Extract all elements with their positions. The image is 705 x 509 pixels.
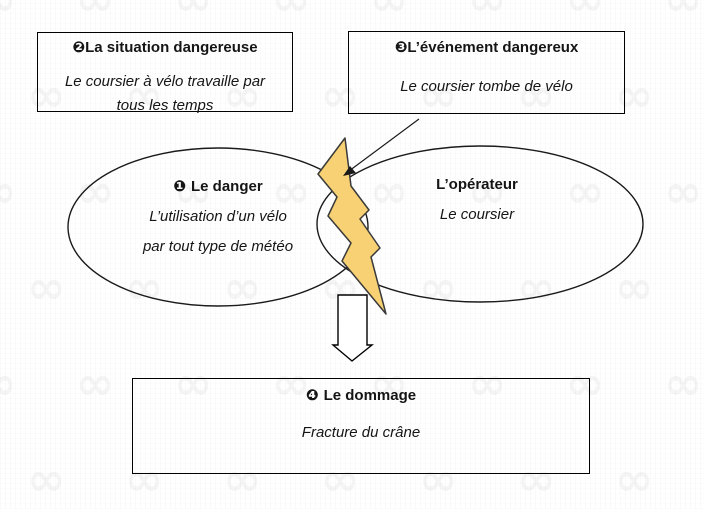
- watermark-glyph: ∞: [272, 164, 311, 218]
- evenement-dangereux-box: ❸L’événement dangereux Le coursier tombe…: [348, 31, 625, 114]
- watermark-glyph: ∞: [223, 452, 262, 506]
- watermark-glyph: ∞: [566, 164, 605, 218]
- down-block-arrow-icon: [331, 294, 374, 362]
- watermark-glyph: ∞: [419, 260, 458, 314]
- watermark-glyph: ∞: [321, 452, 360, 506]
- watermark-glyph: ∞: [664, 356, 703, 410]
- watermark-glyph: ∞: [125, 260, 164, 314]
- watermark-glyph: ∞: [76, 0, 114, 22]
- situation-box-title: ❷La situation dangereuse: [38, 38, 292, 56]
- watermark-glyph: ∞: [615, 260, 654, 314]
- watermark-glyph: ∞: [517, 260, 556, 314]
- situation-title-label: La situation dangereuse: [85, 39, 258, 56]
- watermark-glyph: ∞: [419, 68, 458, 122]
- watermark-glyph: ∞: [615, 452, 654, 506]
- watermark-glyph: ∞: [125, 452, 164, 506]
- watermark-glyph: ∞: [517, 452, 556, 506]
- number-1-badge: ❶: [173, 178, 186, 195]
- operator-title-label: L’opérateur: [436, 176, 518, 193]
- operator-ellipse-text: L’opérateur Le coursier: [362, 170, 592, 230]
- number-4-badge: ❹: [305, 387, 319, 404]
- danger-body-line1: L’utilisation d’un vélo: [149, 208, 287, 225]
- situation-body-line1: Le coursier à vélo travaille par: [64, 73, 266, 90]
- watermark-glyph: ∞: [223, 68, 262, 122]
- operator-ellipse: [316, 145, 644, 303]
- watermark-glyph: ∞: [0, 168, 16, 214]
- damage-box-body: Fracture du crâne: [133, 421, 589, 445]
- operator-title: L’opérateur: [362, 170, 592, 200]
- event-box-title: ❸L’événement dangereux: [349, 38, 624, 56]
- damage-body-line1: Fracture du crâne: [301, 424, 421, 441]
- watermark-glyph: ∞: [419, 452, 458, 506]
- watermark-glyph: ∞: [468, 164, 507, 218]
- situation-box-body: Le coursier à vélo travaille par tous le…: [38, 70, 292, 118]
- watermark-glyph: ∞: [615, 68, 654, 122]
- danger-body-line2: par tout type de météo: [142, 238, 294, 255]
- watermark-glyph: ∞: [0, 360, 16, 406]
- watermark-glyph: ∞: [664, 164, 703, 218]
- watermark-glyph: ∞: [174, 356, 213, 410]
- watermark-glyph: ∞: [27, 452, 66, 506]
- danger-title-label: Le danger: [191, 178, 263, 195]
- watermark-glyph: ∞: [272, 0, 310, 22]
- operator-body: Le coursier: [362, 200, 592, 230]
- pointer-arrow-line: [348, 118, 420, 172]
- number-2-badge: ❷: [72, 39, 86, 56]
- danger-body: L’utilisation d’un vélo par tout type de…: [93, 202, 343, 262]
- watermark-glyph: ∞: [566, 0, 604, 22]
- watermark-glyph: ∞: [125, 68, 164, 122]
- watermark-glyph: ∞: [76, 164, 115, 218]
- watermark-glyph: ∞: [174, 0, 212, 22]
- watermark-glyph: ∞: [27, 260, 66, 314]
- watermark-glyph: ∞: [321, 68, 360, 122]
- situation-body-line2: tous les temps: [116, 97, 214, 114]
- watermark-glyph: ∞: [174, 164, 213, 218]
- danger-ellipse-text: ❶ Le danger L’utilisation d’un vélo par t…: [93, 172, 343, 262]
- watermark-glyph: ∞: [370, 164, 409, 218]
- lightning-bolt-icon: [317, 137, 387, 315]
- watermark-glyph: ∞: [27, 68, 66, 122]
- pointer-arrowhead-icon: [343, 166, 356, 176]
- watermark-glyph: ∞: [76, 356, 115, 410]
- situation-dangereuse-box: ❷La situation dangereuse Le coursier à v…: [37, 32, 293, 114]
- watermark-glyph: ∞: [370, 356, 409, 410]
- watermark-glyph: ∞: [517, 68, 556, 122]
- damage-title-label: Le dommage: [323, 387, 417, 404]
- watermark-glyph: ∞: [468, 0, 506, 22]
- watermark-glyph: ∞: [566, 356, 605, 410]
- event-body-line1: Le coursier tombe de vélo: [400, 78, 573, 95]
- number-3-badge: ❸: [394, 39, 408, 56]
- watermark-glyph: ∞: [664, 0, 702, 22]
- watermark-glyph: ∞: [223, 260, 262, 314]
- event-title-label: L’événement dangereux: [407, 39, 579, 56]
- watermark-glyph: ∞: [0, 0, 16, 22]
- danger-ellipse: [67, 147, 369, 307]
- watermark-glyph: ∞: [272, 356, 311, 410]
- danger-title: ❶ Le danger: [93, 172, 343, 202]
- operator-body-line1: Le coursier: [439, 206, 515, 223]
- event-box-body: Le coursier tombe de vélo: [349, 75, 624, 99]
- watermark-glyph: ∞: [468, 356, 507, 410]
- watermark-glyph: ∞: [370, 0, 408, 22]
